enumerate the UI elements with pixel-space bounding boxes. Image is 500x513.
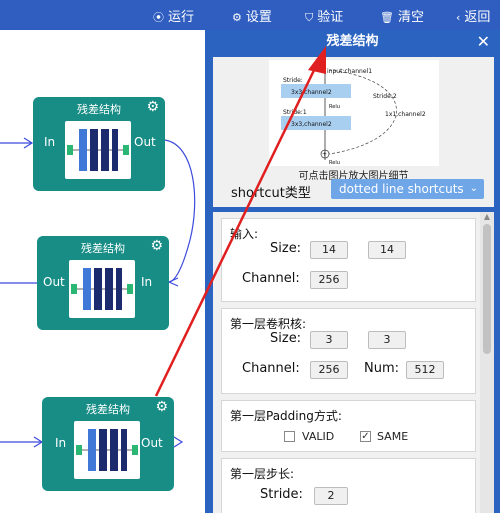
input-size-width-field[interactable]: 14 bbox=[310, 241, 348, 259]
diagram-shortcut-label: 1x1,channel2 bbox=[385, 111, 426, 118]
conv1-title: 第一层卷积核: bbox=[230, 317, 307, 331]
residual-diagram: input:channel1 Stride: 3x3,channel2 Relu… bbox=[281, 68, 426, 166]
conv1-card: 第一层卷积核: Size: 3 3 Channel: 256 Num: 512 bbox=[221, 308, 476, 394]
stride-card: 第一层步长: Stride: 2 bbox=[221, 458, 476, 513]
diagram-input-label: input:channel1 bbox=[327, 68, 372, 75]
scroll-up-icon[interactable]: ▲ bbox=[483, 212, 491, 221]
run-label: 运行 bbox=[168, 10, 195, 25]
input-title: 输入: bbox=[230, 227, 259, 241]
output-port[interactable]: Out bbox=[141, 436, 163, 450]
shortcut-type-value: dotted line shortcuts bbox=[339, 182, 464, 196]
shield-icon: ⛉ bbox=[305, 11, 314, 24]
stride-label: Stride: bbox=[260, 487, 303, 502]
same-checkbox[interactable]: ✓ bbox=[360, 431, 371, 442]
node-thumbnail bbox=[74, 421, 140, 479]
conv1-channel-field[interactable]: 256 bbox=[310, 361, 348, 379]
chevron-down-icon: ⌄ bbox=[469, 183, 478, 194]
node-title: 残差结构 bbox=[77, 103, 121, 116]
valid-label: VALID bbox=[302, 430, 335, 443]
diagram-conv1-label: 3x3,channel2 bbox=[291, 89, 332, 96]
back-button[interactable]: ‹返回 bbox=[456, 6, 490, 25]
diagram-stride-label: Stride: bbox=[283, 77, 303, 84]
structure-preview-image[interactable]: input:channel1 Stride: 3x3,channel2 Relu… bbox=[269, 60, 439, 166]
input-channel-field[interactable]: 256 bbox=[310, 271, 348, 289]
gear-icon[interactable]: ⚙ bbox=[150, 238, 163, 254]
same-label: SAME bbox=[377, 430, 409, 443]
output-port[interactable]: Out bbox=[43, 275, 65, 289]
padding-card: 第一层Padding方式: VALID ✓ SAME bbox=[221, 400, 476, 452]
shortcut-type-label: shortcut类型 bbox=[231, 186, 311, 201]
chevron-left-icon: ‹ bbox=[456, 11, 461, 24]
flow-canvas[interactable]: 残差结构 ⚙ In Out 残差结构 ⚙ Out In bbox=[0, 30, 205, 513]
diagram-relu-label: Relu bbox=[329, 104, 340, 110]
diagram-plus-label: + bbox=[322, 151, 327, 158]
conv1-size-label: Size: bbox=[270, 331, 302, 346]
valid-checkbox[interactable] bbox=[284, 431, 295, 442]
input-channel-label: Channel: bbox=[242, 271, 300, 286]
node-title: 残差结构 bbox=[86, 403, 130, 416]
node-thumbnail bbox=[69, 260, 135, 318]
output-port[interactable]: Out bbox=[134, 135, 156, 149]
stride-title: 第一层步长: bbox=[230, 467, 295, 481]
clear-label: 清空 bbox=[397, 10, 424, 25]
input-size-height-field[interactable]: 14 bbox=[368, 241, 406, 259]
gear-icon: ⚙ bbox=[232, 11, 242, 24]
verify-label: 验证 bbox=[317, 10, 344, 25]
residual-node[interactable]: 残差结构 ⚙ Out In bbox=[37, 236, 169, 330]
conv1-size-width-field[interactable]: 3 bbox=[310, 331, 348, 349]
scroll-thumb[interactable] bbox=[483, 224, 491, 354]
close-icon[interactable]: ✕ bbox=[476, 32, 490, 51]
properties-panel: 残差结构 ✕ input:channel1 Stride: 3x3,channe… bbox=[205, 30, 500, 513]
input-card: 输入: Size: 14 14 Channel: 256 bbox=[221, 218, 476, 302]
padding-title: 第一层Padding方式: bbox=[230, 409, 342, 423]
clear-button[interactable]: 🗑清空 bbox=[380, 6, 424, 25]
run-button[interactable]: ⦿ 运行 bbox=[153, 6, 194, 25]
settings-label: 设置 bbox=[245, 10, 272, 25]
toolbar: ⦿ 运行 ⚙设置 ⛉验证 🗑清空 ‹返回 bbox=[0, 0, 500, 30]
input-port[interactable]: In bbox=[141, 275, 153, 289]
back-label: 返回 bbox=[464, 10, 491, 25]
preview-caption: 可点击图片放大图片细节 bbox=[298, 171, 409, 182]
conv1-channel-label: Channel: bbox=[242, 361, 300, 376]
play-icon: ⦿ bbox=[153, 11, 164, 24]
input-port[interactable]: In bbox=[55, 436, 67, 450]
diagram-relu-label: Relu bbox=[329, 160, 340, 166]
node-title: 残差结构 bbox=[81, 242, 125, 255]
input-port[interactable]: In bbox=[44, 135, 56, 149]
gear-icon[interactable]: ⚙ bbox=[155, 399, 168, 415]
panel-preview-section: input:channel1 Stride: 3x3,channel2 Relu… bbox=[213, 57, 494, 207]
diagram-conv2-label: 3x3,channel2 bbox=[291, 121, 332, 128]
node-thumbnail bbox=[65, 121, 131, 179]
verify-button[interactable]: ⛉验证 bbox=[305, 6, 343, 25]
vertical-scrollbar[interactable]: ▲ bbox=[480, 212, 494, 513]
stride-field[interactable]: 2 bbox=[314, 487, 348, 505]
gear-icon[interactable]: ⚙ bbox=[146, 99, 159, 115]
diagram-stride2-label: Stride:2 bbox=[373, 93, 397, 100]
residual-block-icon bbox=[67, 129, 129, 171]
conv1-num-label: Num: bbox=[364, 361, 400, 376]
diagram-stride-label: Stride:1 bbox=[283, 109, 307, 116]
trash-icon: 🗑 bbox=[380, 11, 394, 24]
residual-block-icon bbox=[71, 268, 133, 310]
panel-title: 残差结构 bbox=[326, 34, 379, 49]
conv1-size-height-field[interactable]: 3 bbox=[368, 331, 406, 349]
residual-node[interactable]: 残差结构 ⚙ In Out bbox=[42, 397, 174, 491]
residual-node[interactable]: 残差结构 ⚙ In Out bbox=[33, 97, 165, 191]
settings-button[interactable]: ⚙设置 bbox=[232, 6, 272, 25]
shortcut-type-select[interactable]: dotted line shortcuts ⌄ bbox=[331, 179, 484, 199]
conv1-num-field[interactable]: 512 bbox=[406, 361, 444, 379]
residual-block-icon bbox=[76, 429, 138, 471]
input-size-label: Size: bbox=[270, 241, 302, 256]
parameters-scroll-area[interactable]: 输入: Size: 14 14 Channel: 256 第一层卷积核: Siz… bbox=[213, 212, 494, 513]
